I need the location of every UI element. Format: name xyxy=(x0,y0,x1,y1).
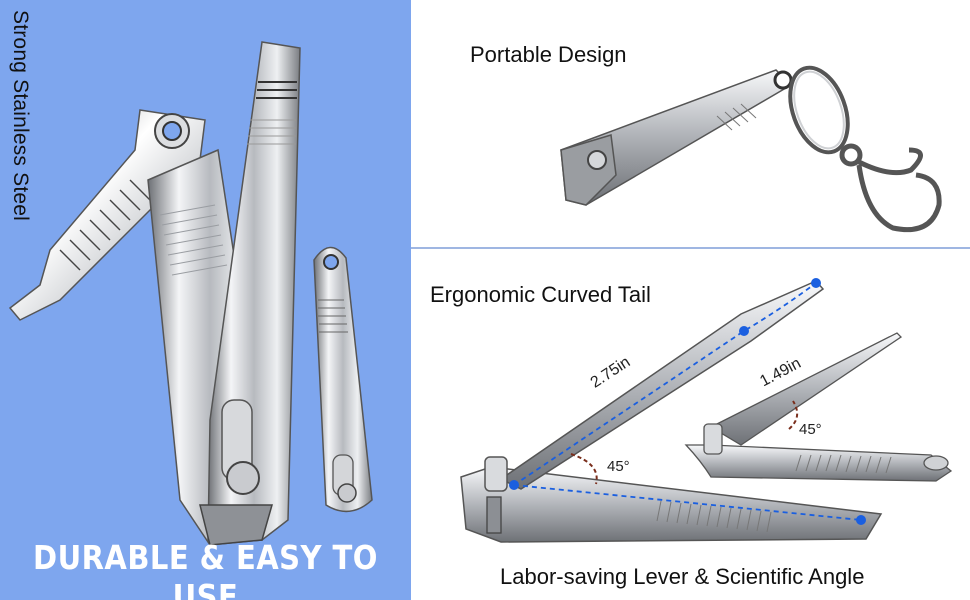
section-divider xyxy=(411,247,970,249)
vertical-feature-label: Strong Stainless Steel xyxy=(8,10,48,260)
large-clipper-side xyxy=(460,280,883,543)
nail-file-arm xyxy=(8,109,206,321)
key-ring xyxy=(788,65,850,155)
ergonomic-title: Ergonomic Curved Tail xyxy=(430,282,651,307)
small-angle-arc xyxy=(788,400,799,430)
portable-design-panel: Portable Design xyxy=(411,0,970,247)
measurement-lines xyxy=(513,282,862,521)
small-clipper-side xyxy=(684,332,953,482)
large-angle-label: 45° xyxy=(607,458,630,475)
durable-banner: DURABLE & EASY TO USE xyxy=(33,538,378,600)
angle-diagram xyxy=(460,278,953,543)
lever-caption: Labor-saving Lever & Scientific Angle xyxy=(500,564,865,589)
vertical-label-text: Strong Stainless Steel xyxy=(9,10,32,222)
lobster-clasp xyxy=(839,143,942,233)
keychain-clipper xyxy=(560,69,793,206)
small-clipper xyxy=(313,246,373,513)
portable-design-title: Portable Design xyxy=(470,42,627,67)
large-angle-arc xyxy=(570,453,598,485)
small-angle-label: 45° xyxy=(799,421,822,438)
keychain-clipper-illustration xyxy=(560,65,942,233)
measurement-points xyxy=(509,278,866,525)
large-clipper-lever xyxy=(199,41,301,546)
ergonomic-panel: Ergonomic Curved Tail xyxy=(411,249,970,600)
left-panel: Strong Stainless Steel DURABLE & EASY TO… xyxy=(0,0,411,600)
clipper-set-illustration xyxy=(8,41,373,546)
